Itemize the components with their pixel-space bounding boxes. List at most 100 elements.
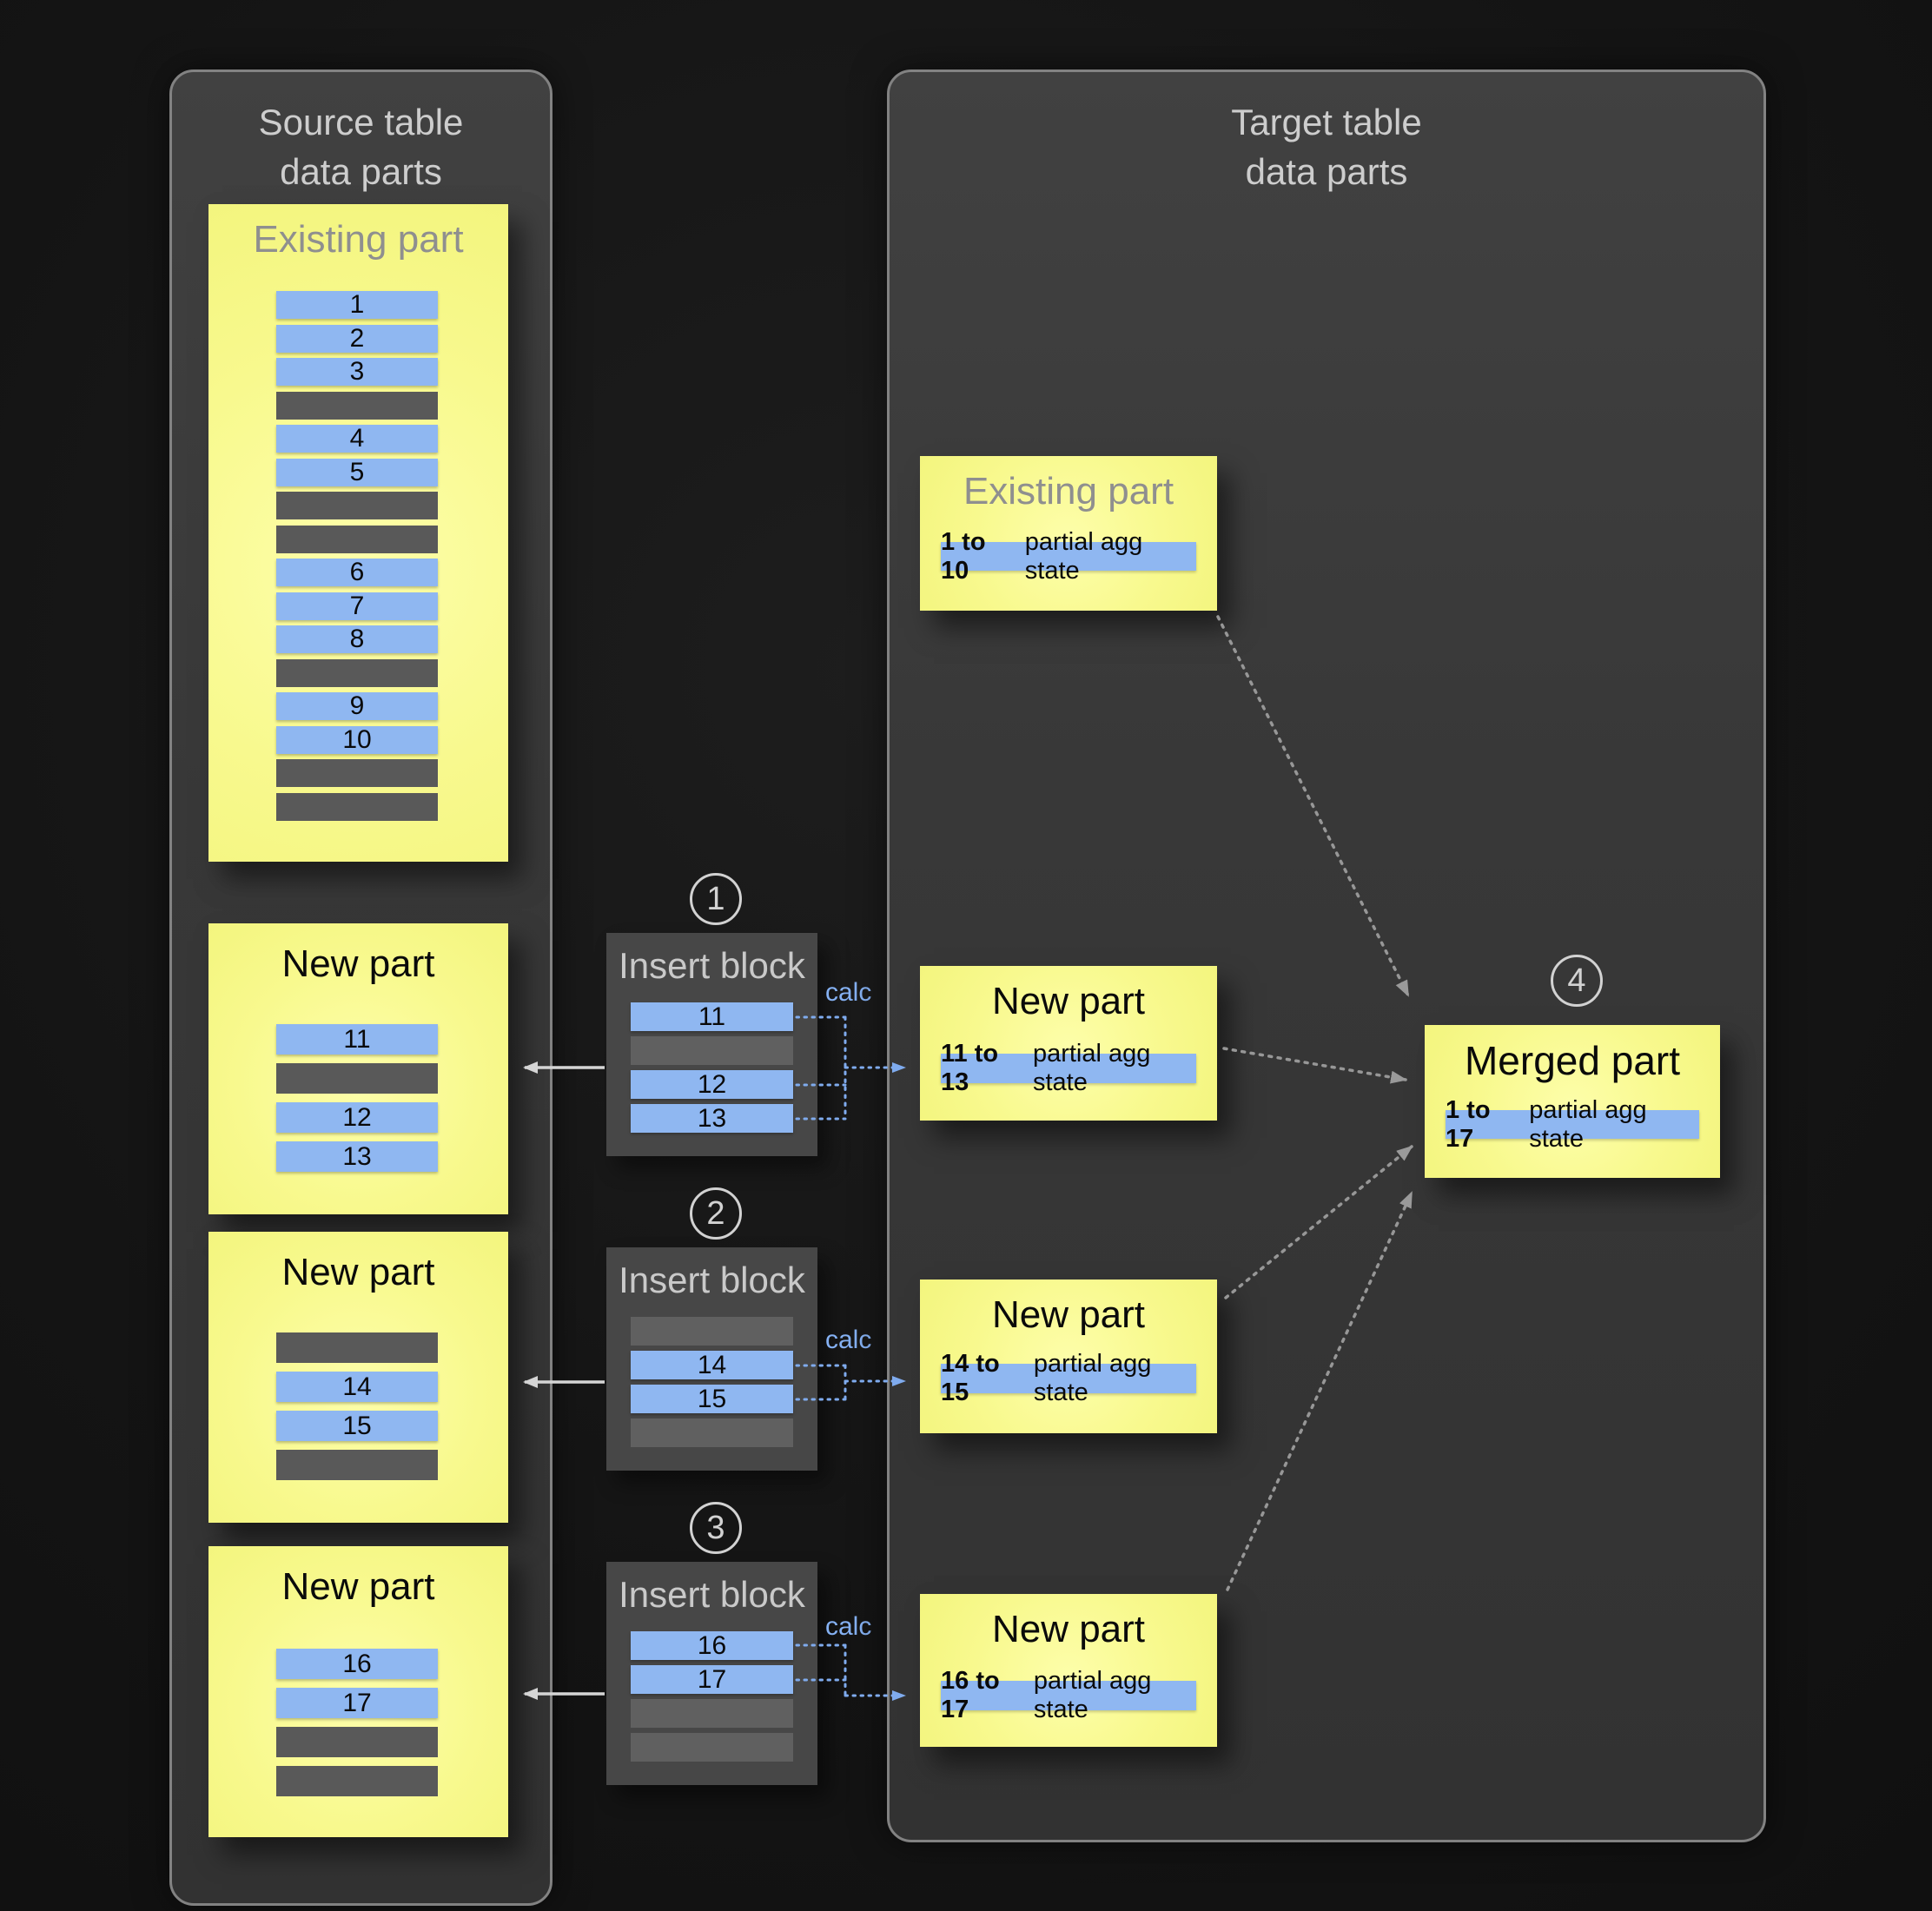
step-1-badge: 1 xyxy=(690,873,742,925)
state-label: partial agg state xyxy=(1024,527,1143,585)
target-new-part-2-title: New part xyxy=(991,1293,1146,1336)
data-row: 11 xyxy=(276,1024,438,1055)
step-4-badge: 4 xyxy=(1551,955,1603,1007)
data-row: 13 xyxy=(276,1141,438,1172)
source-existing-part-title: Existing part xyxy=(253,218,464,261)
unaggregated-row xyxy=(631,1418,793,1447)
unaggregated-row xyxy=(631,1036,793,1065)
source-existing-part-rows: 1 2 3 4 5 6 7 8 9 10 xyxy=(276,290,438,821)
unaggregated-row xyxy=(631,1699,793,1728)
target-new-part-1: New part 11 to 13 partial agg state xyxy=(920,966,1217,1121)
source-new-part-3-title: New part xyxy=(281,1565,435,1608)
data-row: 3 xyxy=(276,357,438,386)
target-new-part-3-state: 16 to 17 partial agg state xyxy=(941,1667,1196,1723)
state-label: partial agg state xyxy=(1032,1040,1151,1096)
unaggregated-row xyxy=(276,525,438,553)
source-new-part-2-title: New part xyxy=(281,1251,435,1293)
target-new-part-3-title: New part xyxy=(991,1608,1146,1650)
unaggregated-row xyxy=(631,1733,793,1762)
unaggregated-row xyxy=(276,1063,438,1094)
unaggregated-row xyxy=(276,759,438,787)
state-range: 1 to 10 xyxy=(941,527,986,585)
data-row: 17 xyxy=(631,1665,793,1694)
data-row: 15 xyxy=(631,1385,793,1413)
state-range: 1 to 17 xyxy=(1446,1095,1491,1153)
unaggregated-row xyxy=(276,1766,438,1796)
data-row: 6 xyxy=(276,558,438,586)
unaggregated-row xyxy=(631,1317,793,1346)
step-3-badge: 3 xyxy=(690,1502,742,1554)
source-new-part-1-title: New part xyxy=(281,942,435,985)
target-new-part-2-state: 14 to 15 partial agg state xyxy=(941,1350,1196,1406)
target-new-part-1-state: 11 to 13 partial agg state xyxy=(941,1040,1196,1096)
calc-label-1: calc xyxy=(825,978,872,1007)
state-range: 16 to 17 xyxy=(941,1667,1000,1723)
insert-block-1-rows: 11 12 13 xyxy=(631,1002,793,1133)
data-row: 12 xyxy=(276,1102,438,1133)
data-row: 14 xyxy=(276,1372,438,1402)
target-new-part-3: New part 16 to 17 partial agg state xyxy=(920,1594,1217,1747)
data-row: 9 xyxy=(276,691,438,720)
merged-part-title: Merged part xyxy=(1464,1038,1680,1083)
unaggregated-row xyxy=(276,792,438,821)
step-2-badge: 2 xyxy=(690,1187,742,1240)
state-range: 14 to 15 xyxy=(941,1350,1000,1406)
state-label: partial agg state xyxy=(1529,1095,1647,1153)
target-panel-title: Target table data parts xyxy=(890,98,1763,196)
insert-block-1-title: Insert block xyxy=(619,945,805,986)
data-row: 10 xyxy=(276,725,438,754)
data-row: 5 xyxy=(276,458,438,486)
unaggregated-row xyxy=(276,492,438,519)
data-row: 14 xyxy=(631,1351,793,1379)
data-row: 2 xyxy=(276,324,438,353)
insert-block-2-title: Insert block xyxy=(619,1260,805,1300)
calc-label-3: calc xyxy=(825,1612,872,1641)
insert-block-3-title: Insert block xyxy=(619,1574,805,1615)
data-row: 7 xyxy=(276,592,438,620)
data-row: 12 xyxy=(631,1070,793,1099)
calc-label-2: calc xyxy=(825,1326,872,1354)
unaggregated-row xyxy=(276,658,438,687)
data-row: 16 xyxy=(276,1649,438,1679)
state-label: partial agg state xyxy=(1033,1350,1152,1406)
source-panel-title-line2: data parts xyxy=(280,150,442,192)
source-new-part-1: New part 11 12 13 xyxy=(208,923,508,1214)
unaggregated-row xyxy=(276,391,438,420)
target-panel-title-line1: Target table xyxy=(1231,102,1422,142)
insert-block-1: Insert block 11 12 13 xyxy=(606,933,817,1156)
unaggregated-row xyxy=(276,1727,438,1757)
data-row: 15 xyxy=(276,1411,438,1441)
unaggregated-row xyxy=(276,1450,438,1480)
state-label: partial agg state xyxy=(1033,1667,1152,1723)
unaggregated-row xyxy=(276,1332,438,1363)
target-existing-part: Existing part 1 to 10 partial agg state xyxy=(920,456,1217,611)
data-row: 8 xyxy=(276,625,438,653)
merged-part: Merged part 1 to 17 partial agg state xyxy=(1425,1025,1720,1178)
target-new-part-1-title: New part xyxy=(991,980,1146,1022)
data-row: 11 xyxy=(631,1002,793,1031)
target-existing-part-title: Existing part xyxy=(963,470,1174,512)
data-row: 13 xyxy=(631,1104,793,1133)
source-new-part-1-rows: 11 12 13 xyxy=(276,1024,438,1172)
data-row: 4 xyxy=(276,424,438,453)
source-panel-title: Source table data parts xyxy=(172,98,550,196)
source-existing-part: Existing part 1 2 3 4 5 6 7 8 9 10 xyxy=(208,204,508,862)
target-existing-part-state: 1 to 10 partial agg state xyxy=(941,528,1196,585)
target-panel-title-line2: data parts xyxy=(1245,150,1408,192)
data-row: 1 xyxy=(276,290,438,319)
merged-part-state: 1 to 17 partial agg state xyxy=(1446,1096,1699,1153)
source-panel-title-line1: Source table xyxy=(258,102,464,142)
target-new-part-2: New part 14 to 15 partial agg state xyxy=(920,1280,1217,1433)
data-row: 17 xyxy=(276,1688,438,1718)
data-row: 16 xyxy=(631,1631,793,1660)
target-table-panel: Target table data parts xyxy=(887,69,1766,1842)
state-range: 11 to 13 xyxy=(941,1040,999,1096)
